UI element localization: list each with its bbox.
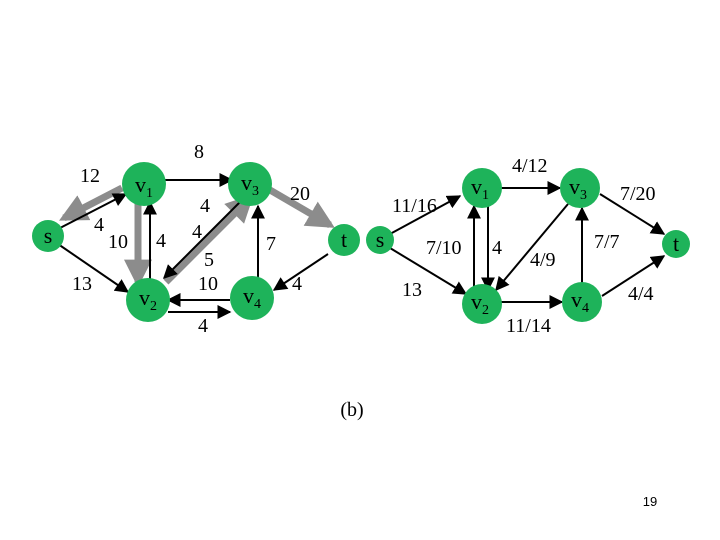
node-v3: v3 [228, 162, 272, 206]
label-t-v4: 4 [292, 273, 302, 295]
label-r-v1-v3: 4/12 [512, 155, 548, 177]
edge-v3-v2 [163, 199, 243, 279]
residual-graph: s v1 v2 v3 v4 t 12 4 10 4 13 8 4 4 5 [32, 141, 360, 337]
path-edge-v2-v3 [163, 194, 254, 285]
figure-caption: (b) [340, 399, 363, 421]
label-s-v1: 12 [80, 165, 100, 187]
node-r-v3: v3 [560, 168, 600, 208]
edge-r-v4-t [601, 255, 666, 297]
label-s-v2: 13 [72, 273, 92, 295]
label-r-v4-t: 4/4 [628, 283, 654, 305]
edge-t-v4 [272, 253, 329, 291]
edge-r-v3-v2 [495, 203, 569, 292]
label-v4-v3: 7 [266, 233, 276, 255]
label-r-v1-v2: 4 [492, 237, 502, 259]
label-v3-t: 20 [290, 183, 310, 205]
node-v2: v2 [126, 278, 170, 322]
node-r-s-label: s [376, 227, 385, 252]
label-v2-v3: 5 [204, 249, 214, 271]
edge-s-v2 [57, 243, 130, 293]
node-s-label: s [44, 223, 53, 248]
node-v4-label: v4 [243, 283, 261, 312]
node-r-s: s [366, 226, 394, 254]
label-r-v2-v1: 7/10 [426, 237, 462, 259]
edge-r-s-v2 [389, 247, 468, 295]
node-r-v2-label: v2 [471, 289, 489, 318]
label-r-s-v1: 11/16 [392, 195, 437, 217]
label-v1-v2-down: 4 [156, 230, 166, 252]
edge-r-s-v1 [389, 195, 462, 235]
label-r-v3-v2: 4/9 [530, 249, 556, 271]
node-v1-label: v1 [135, 172, 153, 201]
label-r-s-v2: 13 [402, 279, 422, 301]
label-v3-v2-b: 4 [192, 221, 202, 243]
label-v1-s: 4 [94, 214, 104, 236]
flow-graph: s v1 v2 v3 v4 t 11/16 13 7/10 4 4/12 4/9… [366, 155, 690, 337]
label-v1-v3: 8 [194, 141, 204, 163]
node-r-v4: v4 [562, 282, 602, 322]
node-v2-label: v2 [139, 285, 157, 314]
path-edge-v3-t [268, 186, 335, 229]
path-edge-v1-s [59, 184, 124, 222]
edge-s-v1 [59, 193, 128, 229]
label-v3-v2-a: 4 [200, 195, 210, 217]
label-r-v3-t: 7/20 [620, 183, 656, 205]
label-v4-v2: 10 [198, 273, 218, 295]
node-r-v1: v1 [462, 168, 502, 208]
node-v1: v1 [122, 162, 166, 206]
node-r-v4-label: v4 [571, 287, 589, 316]
node-r-v3-label: v3 [569, 174, 587, 203]
node-t-label: t [341, 227, 347, 252]
label-r-v2-v4: 11/14 [506, 315, 551, 337]
node-s: s [32, 220, 64, 252]
page-number: 19 [643, 494, 657, 509]
label-v2-v1-up: 10 [108, 231, 128, 253]
node-r-v1-label: v1 [471, 174, 489, 203]
node-v4: v4 [230, 276, 274, 320]
node-v3-label: v3 [241, 170, 259, 199]
node-r-t-label: t [673, 231, 679, 256]
edge-r-v3-t [599, 193, 666, 235]
label-v2-v4: 4 [198, 315, 208, 337]
node-r-v2: v2 [462, 284, 502, 324]
node-t: t [328, 224, 360, 256]
node-r-t: t [662, 230, 690, 258]
label-r-v4-v3: 7/7 [594, 231, 620, 253]
